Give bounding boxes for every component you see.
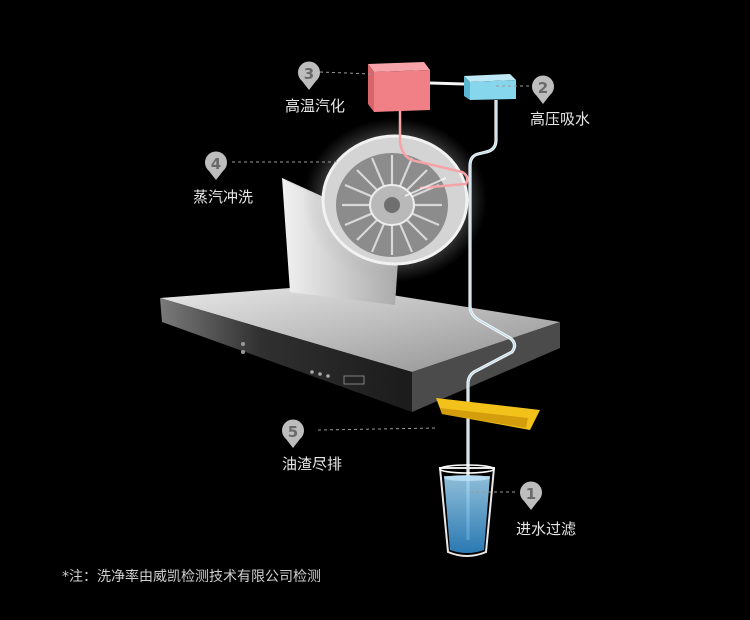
leader-line-3: [319, 71, 373, 75]
control-panel: [241, 342, 365, 385]
callout-label-4: 蒸汽冲洗: [193, 188, 254, 206]
water-glass: [438, 464, 496, 557]
callout-number-1: 1: [526, 485, 536, 503]
callout-pin-5: 5: [282, 419, 304, 448]
footnote: *注：洗净率由威凯检测技术有限公司检测: [62, 569, 321, 585]
callout-label-5: 油渣尽排: [282, 455, 343, 473]
callout-number-5: 5: [288, 423, 298, 441]
callout-pin-2: 2: [532, 75, 554, 104]
callout-label-1: 进水过滤: [516, 520, 577, 538]
callout-label-2: 高压吸水: [530, 110, 591, 128]
oil-cup: [436, 398, 540, 430]
callout-number-2: 2: [538, 79, 548, 97]
steam-line: [398, 108, 469, 190]
hood-top-surface: [160, 285, 560, 372]
callout-number-3: 3: [304, 65, 314, 83]
callout-pin-4: 4: [205, 151, 227, 180]
pump-box: [464, 74, 516, 100]
callout-label-3: 高温汽化: [285, 97, 346, 115]
pipe-heater-pump: [429, 81, 465, 86]
leader-line-5: [317, 427, 439, 431]
callout-number-4: 4: [211, 155, 221, 173]
callout-pin-1: 1: [520, 481, 542, 510]
fan-assembly: [303, 118, 487, 282]
callout-pin-3: 3: [298, 61, 320, 90]
heater-box: [368, 62, 430, 112]
